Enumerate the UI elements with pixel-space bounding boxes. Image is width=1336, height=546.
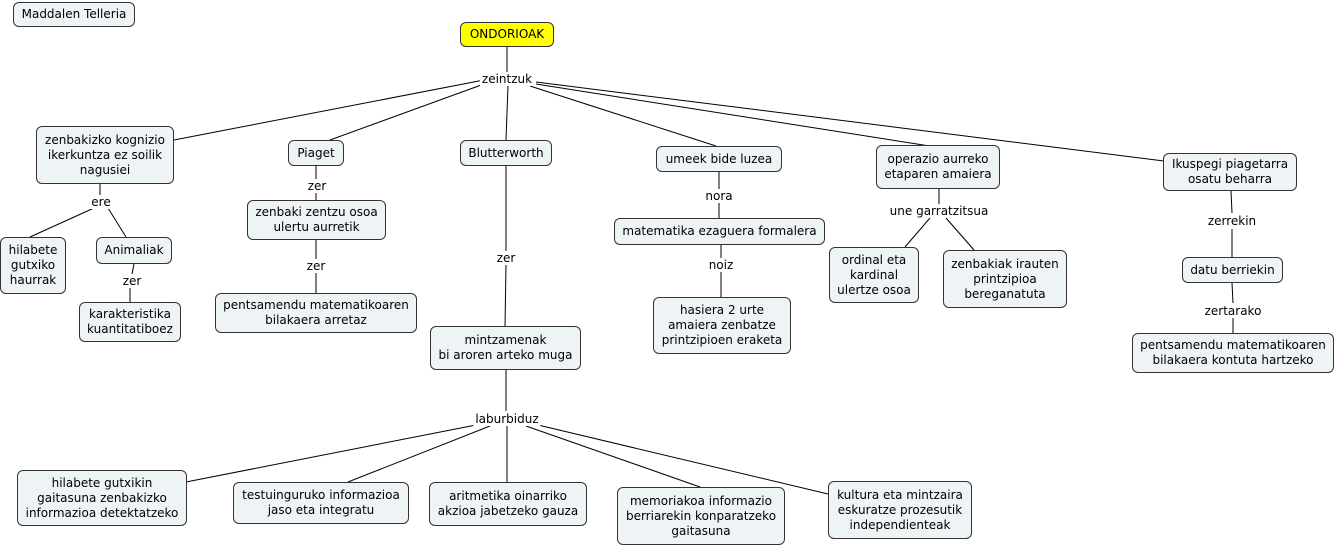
link-label-zertarako: zertarako bbox=[1202, 304, 1264, 318]
link-label-laburbiduz: laburbiduz bbox=[473, 412, 541, 426]
concept-operazio-aurreko[interactable]: operazio aurreko etaparen amaiera bbox=[876, 145, 1000, 189]
concept-karakteristika[interactable]: karakteristika kuantitatiboez bbox=[79, 302, 181, 342]
connector-line bbox=[945, 217, 975, 251]
concept-pentsamendu-kontuta[interactable]: pentsamendu matematikoaren bilakaera kon… bbox=[1132, 333, 1334, 373]
root-concept-ondorioak[interactable]: ONDORIOAK bbox=[460, 22, 554, 47]
link-label-zer-piaget: zer bbox=[305, 179, 329, 193]
concept-hasiera-2-urte[interactable]: hasiera 2 urte amaiera zenbatze printzip… bbox=[653, 297, 791, 354]
concept-testuinguruko[interactable]: testuinguruko informazioa jaso eta integ… bbox=[233, 482, 409, 524]
link-label-zer-butterworth: zer bbox=[494, 251, 518, 265]
connector-line bbox=[537, 424, 829, 495]
connector-line bbox=[29, 207, 95, 238]
concept-mintzamenak[interactable]: mintzamenak bi aroren arteko muga bbox=[430, 326, 581, 370]
link-label-noiz: noiz bbox=[706, 258, 736, 272]
concept-hilabete-haurrak[interactable]: hilabete gutxiko haurrak bbox=[0, 237, 66, 294]
connector-line bbox=[185, 424, 477, 483]
concept-ikuspegi-piagetarra[interactable]: Ikuspegi piagetarra osatu beharra bbox=[1163, 153, 1297, 191]
concept-butterworth[interactable]: Blutterworth bbox=[460, 140, 552, 166]
concept-kognizio-ikerkuntza[interactable]: zenbakizko kognizio ikerkuntza ez soilik… bbox=[36, 126, 174, 184]
connector-line bbox=[904, 217, 931, 248]
concept-animaliak[interactable]: Animaliak bbox=[96, 237, 172, 264]
connector-line bbox=[347, 425, 491, 483]
link-label-nora: nora bbox=[703, 189, 735, 203]
concept-memoriakoa[interactable]: memoriakoa informazio berriarekin konpar… bbox=[617, 487, 785, 545]
connector-line bbox=[173, 79, 485, 141]
link-label-zeintzuk: zeintzuk bbox=[479, 72, 535, 86]
concept-pentsamendu-arretaz[interactable]: pentsamendu matematikoaren bilakaera arr… bbox=[215, 293, 417, 333]
concept-zenbaki-zentzu[interactable]: zenbaki zentzu osoa ulertu aurretik bbox=[247, 200, 386, 240]
connector-line bbox=[535, 83, 937, 148]
concept-matematika-ezaguera[interactable]: matematika ezaguera formalera bbox=[614, 218, 825, 245]
concept-zenbakiak-irauten[interactable]: zenbakiak irauten printzipioa bereganatu… bbox=[943, 250, 1067, 308]
connector-line bbox=[329, 83, 485, 141]
concept-hilabete-gutxikin[interactable]: hilabete gutxikin gaitasuna zenbakizko i… bbox=[17, 470, 187, 526]
concept-umeek-bide-luzea[interactable]: umeek bide luzea bbox=[656, 146, 782, 172]
connector-line bbox=[525, 425, 701, 488]
connector-line bbox=[505, 85, 509, 141]
link-label-une-garratzitsua: une garratzitsua bbox=[887, 204, 991, 218]
concept-datu-berriekin[interactable]: datu berriekin bbox=[1182, 257, 1283, 283]
concept-kultura[interactable]: kultura eta mintzaira eskuratze prozesut… bbox=[828, 481, 972, 539]
connector-line bbox=[504, 264, 507, 327]
link-label-zerrekin: zerrekin bbox=[1205, 214, 1259, 228]
connector-line bbox=[131, 263, 135, 275]
link-label-ere: ere bbox=[89, 195, 113, 209]
connector-line bbox=[107, 207, 127, 238]
connector-line bbox=[1230, 190, 1233, 214]
connector-line bbox=[1231, 282, 1234, 304]
concept-ordinal-kardinal[interactable]: ordinal eta kardinal ulertze osoa bbox=[829, 247, 919, 303]
concept-piaget[interactable]: Piaget bbox=[288, 140, 344, 166]
connector-line bbox=[535, 81, 1165, 162]
author-name: Maddalen Telleria bbox=[13, 2, 135, 27]
connector-line bbox=[529, 85, 717, 147]
concept-aritmetika[interactable]: aritmetika oinarriko akzioa jabetzeko ga… bbox=[429, 482, 587, 526]
link-label-zer-animaliak: zer bbox=[120, 274, 144, 288]
link-label-zer-zenbaki: zer bbox=[304, 259, 328, 273]
